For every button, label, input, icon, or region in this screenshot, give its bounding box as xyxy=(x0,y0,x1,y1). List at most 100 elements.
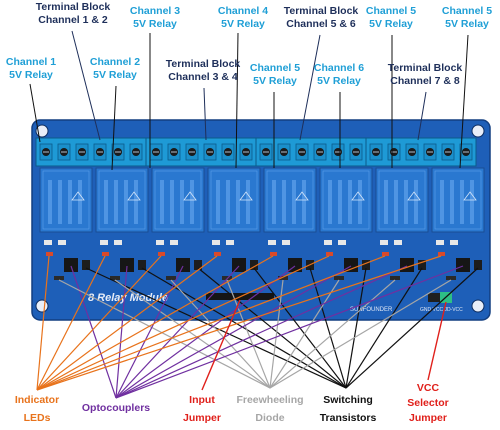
relay-print-line xyxy=(190,180,194,224)
terminal-block xyxy=(365,137,477,167)
callout-transistor xyxy=(141,267,347,389)
relay-print-line xyxy=(404,180,408,224)
optocoupler-chip xyxy=(176,258,190,272)
indicator-led xyxy=(270,252,277,256)
diode-part xyxy=(446,276,456,280)
relay-print-line xyxy=(470,180,474,224)
relay-print-line xyxy=(440,180,444,224)
relay-outline xyxy=(322,170,370,230)
callout-optocoupler xyxy=(115,265,296,399)
callout-freewheeling-diode xyxy=(269,279,396,389)
diode-part xyxy=(110,276,120,280)
relay-print-line xyxy=(170,180,174,224)
relay-outline xyxy=(210,170,258,230)
callout-freewheeling-diode xyxy=(269,279,340,389)
warning-icon xyxy=(407,191,421,201)
callout-freewheeling-diode xyxy=(269,279,284,389)
smd-resistor xyxy=(114,240,122,245)
relay-outline xyxy=(434,170,482,230)
relay-print-line xyxy=(134,180,138,224)
warning-icon xyxy=(71,191,85,201)
relay-print-line xyxy=(394,180,398,224)
relay-print-line xyxy=(124,180,128,224)
smd-resistor xyxy=(156,240,164,245)
relay-print-line xyxy=(246,180,250,224)
optocoupler-chip xyxy=(456,258,470,272)
callout-indicator-led xyxy=(36,255,50,391)
callout-indicator-led xyxy=(36,255,274,391)
relay-outline xyxy=(98,170,146,230)
callout-transistor xyxy=(345,267,367,389)
relay-print-line xyxy=(226,180,230,224)
callout-freewheeling-diode xyxy=(58,279,271,389)
callout-freewheeling-diode xyxy=(114,279,271,389)
relay-print-line xyxy=(384,180,388,224)
transistor-part xyxy=(194,260,202,270)
smd-resistor xyxy=(324,240,332,245)
relay-print-line xyxy=(450,180,454,224)
callout-optocoupler xyxy=(115,265,464,399)
indicator-led xyxy=(438,252,445,256)
smd-resistor xyxy=(212,240,220,245)
header-pin-labels: GND VCC JD-VCC xyxy=(420,307,463,313)
smd-resistor xyxy=(380,240,388,245)
smd-resistor xyxy=(44,240,52,245)
callout-transistor xyxy=(345,267,423,389)
relay-print-line xyxy=(68,180,72,224)
warning-icon xyxy=(295,191,309,201)
relay-print-line xyxy=(282,180,286,224)
callout-indicator-led xyxy=(36,255,162,391)
mounting-hole-icon xyxy=(471,124,485,138)
relay-print-line xyxy=(328,180,332,224)
relay-outline xyxy=(42,170,90,230)
callout-optocoupler xyxy=(115,265,128,399)
indicator-led xyxy=(382,252,389,256)
brand-text: SUNFOUNDER xyxy=(350,307,393,313)
diode-part xyxy=(166,276,176,280)
pointer-channel-5-c xyxy=(459,34,469,169)
relay-print-line xyxy=(104,180,108,224)
relay-outline xyxy=(378,170,426,230)
optocoupler-chip xyxy=(344,258,358,272)
callout-freewheeling-diode xyxy=(269,279,452,389)
optocoupler-chip xyxy=(232,258,246,272)
warning-icon xyxy=(183,191,197,201)
relay-print-line xyxy=(414,180,418,224)
smd-resistor xyxy=(338,240,346,245)
warning-icon xyxy=(463,191,477,201)
smd-resistor xyxy=(170,240,178,245)
pointer-channel-1 xyxy=(29,83,41,143)
callout-optocoupler xyxy=(115,265,408,399)
smd-resistor xyxy=(436,240,444,245)
relay-print-line xyxy=(78,180,82,224)
callout-indicator-led xyxy=(36,255,442,391)
relay-print-line xyxy=(114,180,118,224)
relay-print-line xyxy=(272,180,276,224)
relay-print-line xyxy=(358,180,362,224)
relay-print-line xyxy=(58,180,62,224)
transistor-part xyxy=(138,260,146,270)
pointer-terminal-3-4 xyxy=(203,87,207,141)
relay-print-line xyxy=(236,180,240,224)
callout-optocoupler xyxy=(115,265,240,399)
pointer-channel-4 xyxy=(235,32,239,169)
pointer-channel-2 xyxy=(111,85,117,171)
mounting-hole-icon xyxy=(471,299,485,313)
relay-outline xyxy=(154,170,202,230)
callout-optocoupler xyxy=(70,265,117,399)
indicator-led xyxy=(326,252,333,256)
pointer-terminal-7-8 xyxy=(417,91,427,141)
smd-resistor xyxy=(268,240,276,245)
indicator-led xyxy=(158,252,165,256)
relay-print-line xyxy=(338,180,342,224)
